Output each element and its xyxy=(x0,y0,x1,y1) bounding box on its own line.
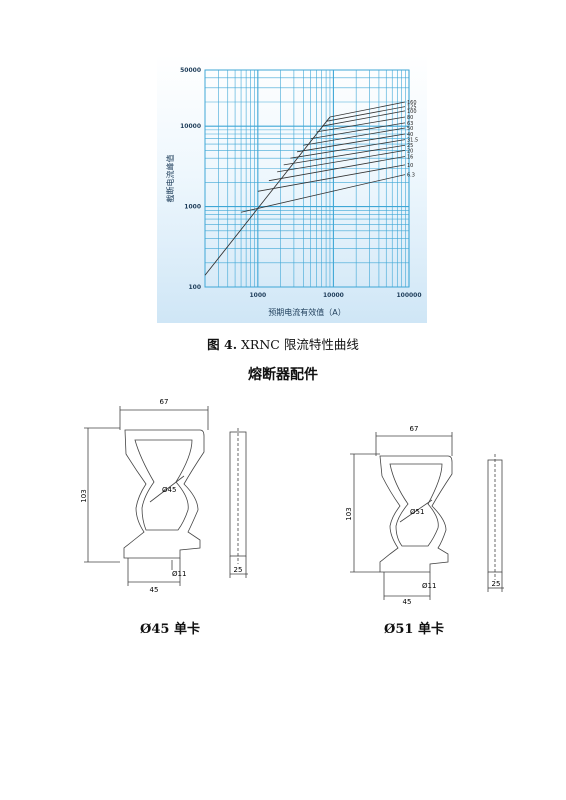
series-line xyxy=(310,122,406,140)
figure-caption: 图 4. XRNC 限流特性曲线 xyxy=(0,334,566,353)
series-line xyxy=(240,174,406,213)
dim-thickness-text: 25 xyxy=(492,580,501,588)
y-tick-label: 10000 xyxy=(180,123,201,130)
y-tick-label: 1000 xyxy=(184,204,201,211)
clip-inner xyxy=(389,463,443,547)
diameter-leader xyxy=(399,499,433,523)
x-axis-label: 预期电流有效值（A） xyxy=(268,307,345,317)
series-line xyxy=(277,150,406,173)
series-line xyxy=(290,139,406,159)
series-label: 16 xyxy=(407,154,413,160)
clip-51-drawing: 67 103 Ø51 Ø11 45 25 xyxy=(345,425,504,606)
clip-inner xyxy=(134,439,193,531)
series-line xyxy=(326,106,406,122)
dim-height-text: 103 xyxy=(80,489,88,502)
series-label: 80 xyxy=(407,115,413,121)
dim-diameter-text: Ø51 xyxy=(410,508,424,516)
clip-outline xyxy=(123,429,205,559)
series-line xyxy=(268,156,406,182)
figure-caption-prefix: 图 4. xyxy=(207,337,238,352)
clip-45-drawing: 67 103 Ø45 Ø11 45 25 xyxy=(80,398,248,594)
diameter-leader xyxy=(149,475,185,503)
series-label: 160 xyxy=(407,100,417,106)
plot-frame xyxy=(204,69,410,288)
series-label: 40 xyxy=(407,132,413,138)
dim-width-text: 67 xyxy=(410,425,419,433)
series-line xyxy=(296,133,406,153)
dim-width-text: 67 xyxy=(160,398,169,406)
series-line xyxy=(321,110,406,127)
dim-height-text: 103 xyxy=(345,507,353,520)
y-tick-label: 50000 xyxy=(180,67,201,74)
series-line xyxy=(329,101,406,118)
x-tick-label: 100000 xyxy=(396,292,421,299)
dim-diameter-text: Ø45 xyxy=(162,486,176,494)
envelope-line xyxy=(204,116,331,276)
series-line xyxy=(283,144,406,166)
figure-caption-text: XRNC 限流特性曲线 xyxy=(237,337,359,352)
part-label-51: Ø51 单卡 xyxy=(384,622,444,637)
x-tick-label: 1000 xyxy=(249,292,266,299)
series-label: 100 xyxy=(407,109,417,115)
dim-base-text: 45 xyxy=(150,586,159,594)
dim-thickness-text: 25 xyxy=(234,566,243,574)
series-label: 50 xyxy=(407,126,413,132)
series-label: 125 xyxy=(407,105,417,111)
series-label: 31.5 xyxy=(407,138,418,144)
series-label: 25 xyxy=(407,143,413,149)
dim-base-text: 45 xyxy=(403,598,412,606)
y-tick-label: 100 xyxy=(188,284,201,291)
dim-hole-text: Ø11 xyxy=(422,582,436,590)
clip-outline xyxy=(379,455,453,573)
series-line xyxy=(316,116,406,133)
series-line xyxy=(257,164,406,192)
section-title: 熔断器配件 xyxy=(248,367,318,383)
x-tick-label: 10000 xyxy=(323,292,344,299)
part-label-45: Ø45 单卡 xyxy=(140,622,200,637)
series-label: 63 xyxy=(407,121,413,127)
series-label: 20 xyxy=(407,148,413,154)
series-line xyxy=(303,127,406,146)
y-axis-label: 截断电流峰值 xyxy=(165,155,175,203)
dim-hole-text: Ø11 xyxy=(172,570,186,578)
series-label: 6.3 xyxy=(407,173,415,179)
series-label: 10 xyxy=(407,163,413,169)
